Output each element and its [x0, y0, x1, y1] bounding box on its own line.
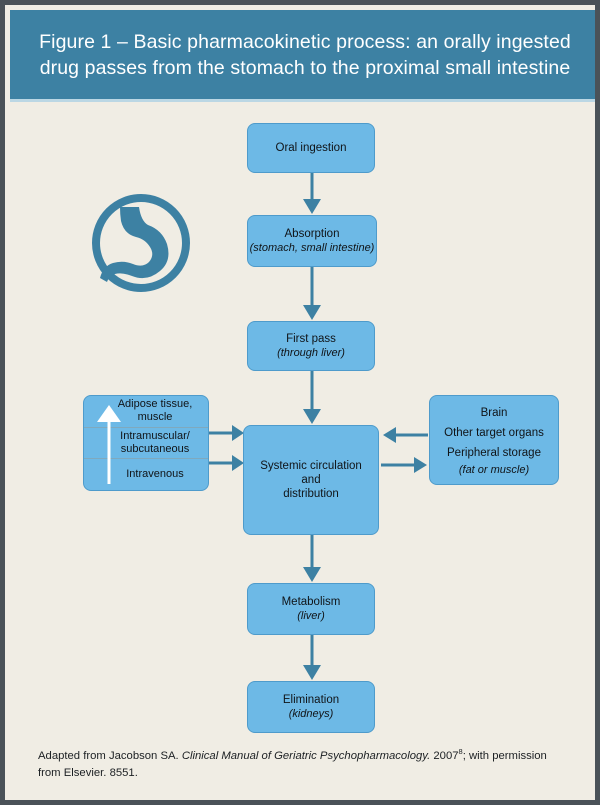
arrow-targets-to-systemic	[383, 427, 428, 443]
node-elimination[interactable]: Elimination (kidneys)	[247, 681, 375, 733]
caption-year: 2007	[430, 750, 459, 762]
node-target-line-1: Brain	[480, 407, 508, 419]
route-adipose-tissue-muscle[interactable]: Adipose tissue, muscle	[84, 396, 208, 427]
stomach-icon	[92, 194, 190, 292]
node-absorption-sublabel: (stomach, small intestine)	[249, 242, 375, 254]
arrow-oral-to-absorption	[303, 173, 321, 214]
arrow-first-pass-to-systemic	[303, 371, 321, 424]
node-target-line-2: Other target organs	[444, 427, 544, 439]
node-elimination-label: Elimination	[282, 694, 340, 706]
caption-prefix: Adapted from Jacobson SA.	[38, 750, 182, 762]
arrow-systemic-to-targets	[381, 457, 427, 473]
node-first-pass-label: First pass	[286, 333, 336, 345]
caption-source-title: Clinical Manual of Geriatric Psychopharm…	[181, 750, 431, 762]
arrow-routes-to-systemic-upper	[209, 425, 244, 441]
node-oral-ingestion[interactable]: Oral ingestion	[247, 123, 375, 173]
node-first-pass-sublabel: (through liver)	[277, 347, 345, 359]
arrow-systemic-to-metabolism	[303, 535, 321, 582]
route-intramuscular-subcutaneous-label: Intramuscular/ subcutaneous	[120, 430, 190, 455]
node-systemic-line-3: distribution	[283, 488, 339, 500]
route-intramuscular-subcutaneous[interactable]: Intramuscular/ subcutaneous	[84, 426, 208, 459]
node-first-pass[interactable]: First pass (through liver)	[247, 321, 375, 371]
node-oral-ingestion-label: Oral ingestion	[275, 142, 347, 154]
node-target-organs[interactable]: Brain Other target organs Peripheral sto…	[429, 395, 559, 485]
node-metabolism-sublabel: (liver)	[297, 610, 325, 622]
node-absorption-label: Absorption	[284, 228, 340, 240]
route-intravenous[interactable]: Intravenous	[84, 458, 208, 490]
arrow-routes-to-systemic-lower	[209, 455, 244, 471]
arrow-metabolism-to-elimination	[303, 635, 321, 680]
node-systemic-circulation[interactable]: Systemic circulation and distribution	[243, 425, 379, 535]
node-absorption[interactable]: Absorption (stomach, small intestine)	[247, 215, 377, 267]
caption-reference-superscript: 8	[458, 747, 463, 757]
diagram-canvas: Oral ingestion Absorption (stomach, smal…	[5, 105, 595, 745]
node-target-line-3: Peripheral storage	[447, 447, 541, 459]
caption-suffix: ; with permission from Elsevier. 8551.	[38, 750, 547, 779]
route-adipose-tissue-muscle-label: Adipose tissue, muscle	[117, 398, 193, 424]
figure-header: Figure 1 – Basic pharmacokinetic process…	[10, 10, 595, 102]
node-target-sublabel: (fat or muscle)	[458, 464, 530, 476]
node-systemic-line-2: and	[301, 474, 321, 486]
figure-title: Figure 1 – Basic pharmacokinetic process…	[39, 30, 571, 79]
node-administration-routes[interactable]: Adipose tissue, muscle Intramuscular/ su…	[83, 395, 209, 491]
node-metabolism-label: Metabolism	[281, 596, 341, 608]
node-systemic-line-1: Systemic circulation	[260, 460, 362, 472]
node-metabolism[interactable]: Metabolism (liver)	[247, 583, 375, 635]
figure-caption: Adapted from Jacobson SA. Clinical Manua…	[10, 744, 595, 795]
route-intravenous-label: Intravenous	[126, 468, 184, 481]
arrow-absorption-to-first-pass	[303, 267, 321, 320]
node-elimination-sublabel: (kidneys)	[288, 708, 334, 720]
